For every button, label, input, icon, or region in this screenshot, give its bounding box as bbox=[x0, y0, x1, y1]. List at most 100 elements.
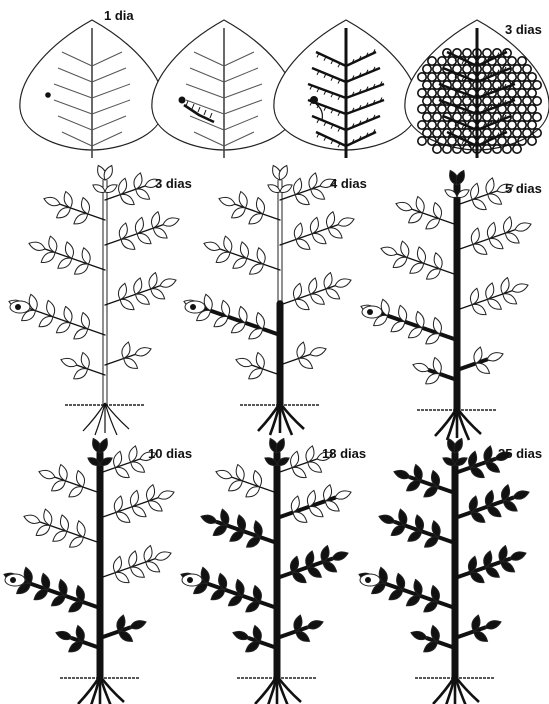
leaflet bbox=[308, 462, 322, 472]
leaflet bbox=[153, 228, 167, 238]
leaflet bbox=[291, 451, 299, 467]
leaflet bbox=[146, 485, 154, 501]
leaflet bbox=[129, 551, 137, 567]
leaflet bbox=[65, 242, 73, 258]
leaflet bbox=[476, 363, 490, 373]
leaflet bbox=[295, 194, 309, 204]
leaflet bbox=[424, 487, 438, 497]
branch-right_upper bbox=[455, 485, 529, 523]
leaflet bbox=[231, 323, 245, 333]
leaflet bbox=[81, 313, 89, 329]
branch-right_upper bbox=[277, 485, 351, 523]
branch-right_lower bbox=[457, 278, 528, 315]
leaflet bbox=[324, 273, 332, 289]
terminal-leaflet bbox=[29, 242, 45, 250]
leaflet bbox=[230, 531, 244, 541]
leaflet bbox=[474, 631, 488, 641]
leaflet bbox=[470, 288, 478, 304]
leaflet bbox=[454, 438, 462, 453]
branch-roots_leaf bbox=[413, 358, 457, 384]
branch-left_upper bbox=[379, 509, 455, 547]
leaflet bbox=[69, 642, 83, 652]
leaflet bbox=[59, 465, 67, 481]
leaflet bbox=[136, 189, 150, 199]
leaflet bbox=[292, 467, 306, 477]
terminal-leaflet bbox=[155, 552, 171, 560]
leaflet bbox=[60, 515, 68, 531]
leaflet bbox=[408, 531, 422, 541]
leaflet bbox=[470, 467, 484, 477]
leaflet bbox=[256, 353, 264, 369]
leaflet bbox=[416, 197, 424, 213]
leaf-1-label: 1 dia bbox=[104, 8, 134, 23]
root bbox=[447, 408, 457, 440]
inoculation-spot bbox=[10, 577, 16, 583]
leaflet bbox=[246, 642, 260, 652]
branch-right_base bbox=[280, 342, 326, 368]
leaflet bbox=[487, 222, 495, 238]
leaflet bbox=[247, 537, 261, 547]
leaflet bbox=[323, 562, 337, 572]
leaflet bbox=[56, 323, 70, 333]
branch-right_lower bbox=[455, 546, 526, 583]
leaflet bbox=[472, 199, 486, 209]
branch-roots_leaf bbox=[411, 626, 455, 652]
leaflet bbox=[124, 358, 138, 368]
leaflet bbox=[391, 322, 405, 332]
leaflet bbox=[249, 369, 263, 379]
roots bbox=[255, 676, 301, 704]
leaflet bbox=[119, 631, 133, 641]
terminal-leaflet bbox=[513, 491, 529, 499]
branch-right_upper bbox=[105, 212, 179, 250]
branch-right_lower bbox=[280, 273, 351, 310]
leaf-2 bbox=[152, 20, 296, 158]
leaflet bbox=[501, 562, 515, 572]
plant-5-label: 18 dias bbox=[322, 446, 366, 461]
leaflet bbox=[295, 299, 309, 309]
leaflet bbox=[309, 506, 323, 516]
lesion bbox=[433, 145, 441, 153]
leaflet bbox=[120, 194, 134, 204]
leaflet bbox=[472, 304, 486, 314]
leaflet bbox=[310, 217, 318, 233]
leaflet bbox=[75, 264, 89, 274]
leaflet bbox=[148, 501, 162, 511]
leaflet bbox=[503, 501, 517, 511]
inoculation-spot bbox=[187, 577, 193, 583]
lesion bbox=[418, 137, 426, 145]
terminal-leaflet bbox=[135, 348, 151, 356]
branch-right_upper bbox=[457, 217, 531, 255]
leaflet bbox=[312, 233, 326, 243]
branch-right_lower bbox=[100, 546, 171, 583]
leaflet bbox=[151, 289, 165, 299]
leaflet bbox=[52, 481, 66, 491]
leaflet bbox=[294, 178, 302, 194]
terminal-leaflet bbox=[307, 621, 323, 629]
terminal-leaflet bbox=[219, 197, 235, 205]
terminal-leaflet bbox=[201, 515, 217, 523]
leaflet bbox=[119, 178, 127, 194]
infection-spot bbox=[179, 97, 186, 104]
branch-right_lower bbox=[105, 273, 176, 310]
leaflet bbox=[426, 334, 440, 344]
branch-roots_leaf bbox=[233, 626, 277, 652]
root bbox=[95, 403, 105, 435]
branch-left_top bbox=[216, 465, 277, 497]
branch-left_top bbox=[219, 192, 280, 224]
leaflet bbox=[236, 465, 244, 481]
leaflet bbox=[471, 228, 479, 244]
terminal-leaflet bbox=[379, 515, 395, 523]
leaflet bbox=[113, 556, 121, 572]
terminal-leaflet bbox=[160, 279, 176, 287]
leaflet bbox=[503, 217, 511, 233]
leaflet bbox=[292, 572, 306, 582]
branch-left_top bbox=[44, 192, 105, 224]
leaflet bbox=[253, 471, 261, 487]
leaflet bbox=[57, 208, 71, 218]
leaflet bbox=[53, 531, 67, 541]
plant-6-label: 25 dias bbox=[498, 446, 542, 461]
leaflet bbox=[294, 223, 302, 239]
branch-right_base bbox=[457, 347, 503, 373]
terminal-leaflet bbox=[236, 358, 252, 366]
terminal-leaflet bbox=[56, 631, 72, 639]
